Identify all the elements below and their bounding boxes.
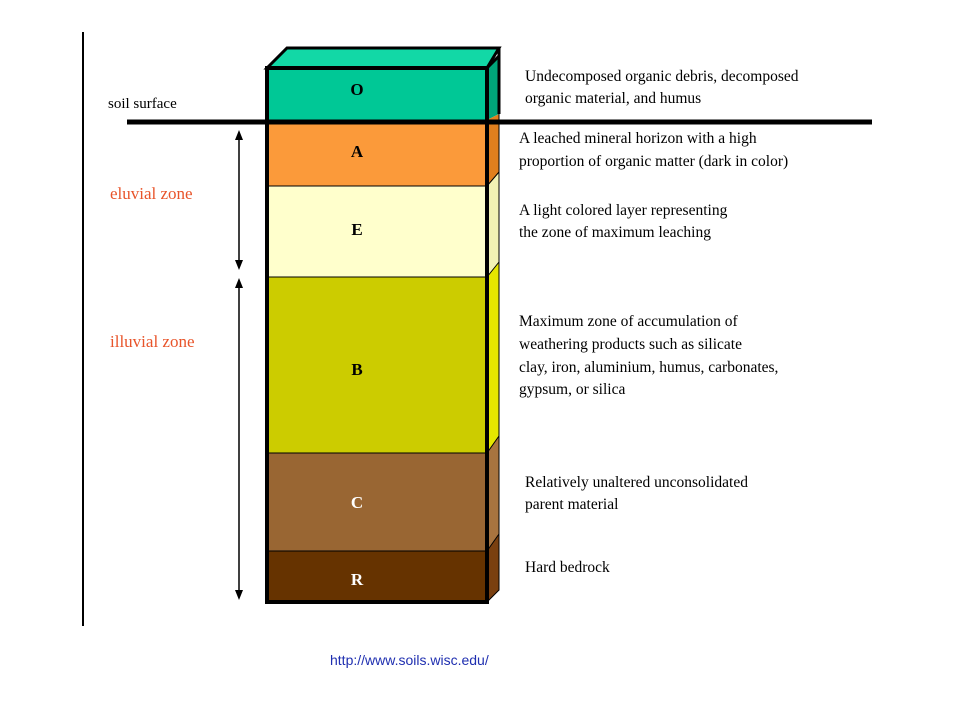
horizon-label-A: A (351, 142, 364, 161)
horizon-label-O: O (350, 80, 363, 99)
description-line: proportion of organic matter (dark in co… (519, 153, 788, 170)
eluvial-zone-arrow (235, 130, 243, 270)
horizon-C (267, 453, 487, 551)
description-line: the zone of maximum leaching (519, 224, 711, 241)
face-side-A (487, 114, 499, 186)
description-line: Relatively unaltered unconsolidated (525, 474, 748, 491)
face-side-O (487, 56, 499, 120)
horizon-boundaries (267, 68, 500, 602)
soil-surface-label: soil surface (108, 96, 177, 112)
horizon-label-R: R (351, 570, 364, 589)
description-C: Relatively unaltered unconsolidated pare… (525, 474, 748, 513)
horizon-label-E: E (351, 220, 362, 239)
description-R: Hard bedrock (525, 559, 610, 576)
face-side-R (487, 534, 499, 602)
description-line: gypsum, or silica (519, 381, 625, 398)
horizon-O (267, 68, 487, 120)
description-line: Maximum zone of accumulation of (519, 313, 738, 330)
face-side-C (487, 436, 499, 551)
column-right-edge (486, 114, 500, 603)
description-line: clay, iron, aluminium, humus, carbonates… (519, 359, 778, 376)
horizon-E (267, 186, 487, 277)
description-line: Undecomposed organic debris, decomposed (525, 68, 799, 85)
description-line: weathering products such as silicate (519, 336, 742, 353)
description-line: Hard bedrock (525, 559, 610, 576)
face-side-E (487, 172, 499, 277)
description-O: Undecomposed organic debris, decomposed … (525, 68, 799, 107)
description-line: parent material (525, 496, 618, 513)
horizon-label-C: C (351, 493, 363, 512)
illuvial-zone-label: illuvial zone (110, 332, 195, 351)
horizon-R (267, 551, 487, 602)
eluvial-zone-label: eluvial zone (110, 184, 193, 203)
description-A: A leached mineral horizon with a high pr… (519, 130, 788, 170)
description-line: A leached mineral horizon with a high (519, 130, 757, 147)
description-B: Maximum zone of accumulation of weatheri… (519, 313, 778, 398)
horizon-label-B: B (351, 360, 362, 379)
description-line: organic material, and humus (525, 90, 701, 107)
face-side-B (487, 262, 499, 453)
source-url-link[interactable]: http://www.soils.wisc.edu/ (330, 652, 489, 668)
face-top-O (263, 46, 502, 70)
illuvial-zone-arrow (235, 278, 243, 600)
horizon-A (267, 120, 487, 186)
description-E: A light colored layer representing the z… (519, 202, 728, 241)
description-line: A light colored layer representing (519, 202, 728, 219)
horizon-B (267, 277, 487, 453)
